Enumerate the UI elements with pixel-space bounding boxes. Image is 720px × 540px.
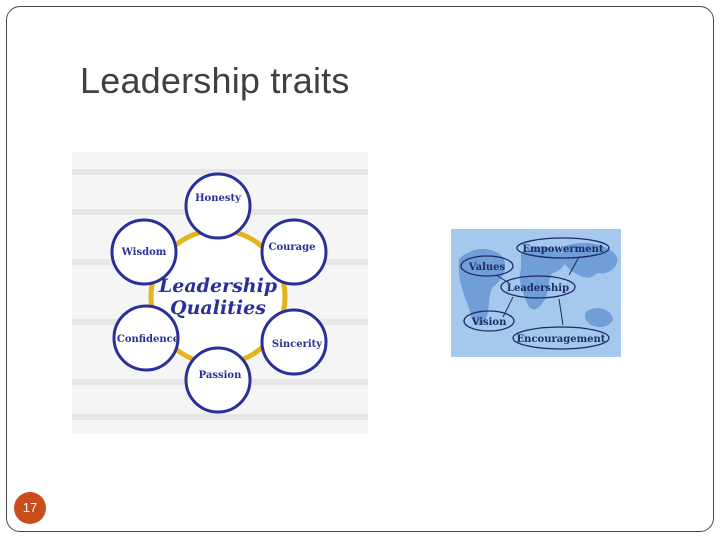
trait-ring-wisdom [110, 218, 178, 286]
trait-ring-courage [260, 218, 328, 286]
leadership-oval [500, 275, 576, 299]
map-label-vision: Vision [471, 317, 507, 328]
map-arrows [495, 256, 580, 326]
continent-australia [584, 308, 613, 327]
encouragement-oval [512, 326, 610, 350]
center-label-line2: Qualities [170, 297, 266, 319]
map-label-encouragement: Encouragement [517, 334, 606, 345]
trait-label-wisdom: Wisdom [121, 247, 167, 258]
map-label-leadership: Leadership [507, 283, 569, 294]
page-number-badge: 17 [14, 492, 46, 524]
map-label-values: Values [468, 262, 506, 273]
trait-label-honesty: Honesty [195, 193, 242, 204]
center-label-line1: Leadership [158, 275, 278, 297]
trait-ring-sincerity [260, 308, 328, 376]
continent-asia [561, 242, 618, 278]
trait-label-passion: Passion [199, 370, 242, 381]
vision-oval [463, 310, 515, 332]
leadership-map-picture: Empowerment Values Leadership Vision Enc… [451, 229, 621, 357]
trait-label-courage: Courage [268, 242, 315, 253]
continent-americas [458, 248, 506, 326]
trait-label-sincerity: Sincerity [272, 339, 323, 350]
trait-ring-confidence [112, 304, 180, 372]
trait-rings [110, 172, 328, 414]
map-continents [458, 242, 618, 327]
trait-label-confidence: Confidence [117, 334, 179, 345]
trait-ring-passion [184, 346, 252, 414]
values-oval [460, 255, 514, 277]
trait-ring-honesty [184, 172, 252, 240]
continent-africa-europe [519, 246, 566, 310]
map-label-empowerment: Empowerment [523, 244, 604, 255]
slide-title: Leadership traits [80, 60, 350, 101]
leadership-qualities-picture: Leadership Qualities Honesty Courage Sin… [72, 152, 368, 434]
empowerment-oval [516, 237, 610, 259]
